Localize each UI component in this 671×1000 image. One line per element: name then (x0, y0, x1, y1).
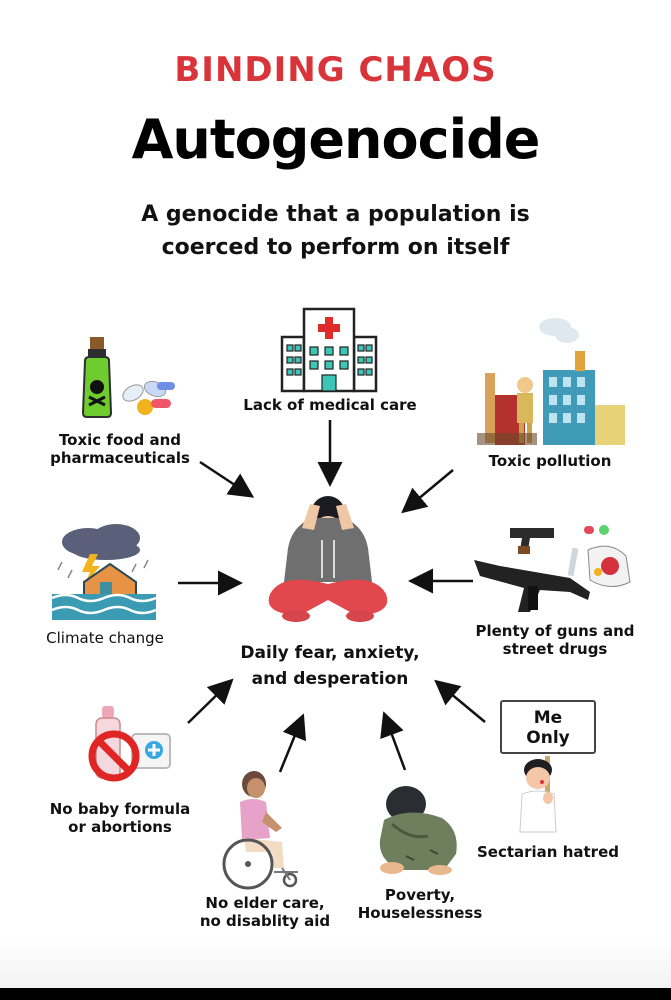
factory-pollution-icon (477, 318, 625, 445)
label-sectarian: Sectarian hatred (476, 843, 619, 861)
center-label-line-2: and desperation (251, 669, 409, 689)
arrow-sectarian (434, 679, 486, 723)
poison-and-pills-icon (81, 337, 175, 418)
arrow-poverty (380, 711, 407, 771)
label-baby: No baby formula or abortions (30, 800, 210, 836)
label-toxic-food-line-2: pharmaceuticals (50, 449, 190, 467)
arrow-pollution (401, 469, 454, 514)
label-toxic-food: Toxic food and pharmaceuticals (30, 431, 210, 467)
bottom-bar (0, 988, 671, 1000)
protest-sign: Me Only (500, 700, 596, 754)
center-label-line-1: Daily fear, anxiety, (240, 643, 420, 663)
label-guns: Plenty of guns and street drugs (470, 622, 640, 658)
label-poverty-line-2: Houselessness (357, 904, 483, 922)
no-baby-formula-icon (88, 706, 171, 782)
sad-homeless-person-icon (379, 786, 457, 875)
label-climate: Climate change (46, 629, 164, 647)
label-elder-line-1: No elder care, (205, 894, 325, 912)
label-medical: Lack of medical care (243, 396, 417, 414)
label-guns-line-1: Plenty of guns and (475, 622, 635, 640)
subtitle: A genocide that a population is coerced … (0, 198, 671, 264)
label-poverty-line-1: Poverty, (384, 886, 456, 904)
label-toxic-food-line-1: Toxic food and (58, 431, 182, 449)
hospital-icon (280, 307, 378, 393)
arrow-elder (278, 713, 307, 773)
arrow-toxic-food (199, 460, 255, 498)
bottom-fade (0, 940, 671, 988)
distressed-person-icon (268, 496, 388, 622)
label-elder-line-2: no disablity aid (199, 912, 331, 930)
label-pollution: Toxic pollution (488, 452, 612, 470)
label-elder: No elder care, no disablity aid (190, 894, 340, 930)
subtitle-line-1: A genocide that a population is (141, 202, 530, 227)
sign-line-2: Only (526, 728, 570, 748)
guns-drugs-icon (474, 525, 631, 612)
page-title: Autogenocide (131, 108, 541, 171)
kicker-title: BINDING CHAOS (174, 50, 497, 90)
subtitle-line-2: coerced to perform on itself (161, 235, 510, 260)
label-baby-line-2: or abortions (68, 818, 172, 836)
storm-flood-icon (51, 524, 157, 620)
label-poverty: Poverty, Houselessness (340, 886, 500, 922)
wheelchair-icon (222, 771, 298, 890)
label-baby-line-1: No baby formula (49, 800, 191, 818)
center-label: Daily fear, anxiety, and desperation (225, 640, 435, 692)
sign-line-1: Me (533, 708, 563, 728)
arrow-baby (187, 678, 234, 724)
protest-sign-icon (519, 756, 557, 833)
label-guns-line-2: street drugs (502, 640, 608, 658)
